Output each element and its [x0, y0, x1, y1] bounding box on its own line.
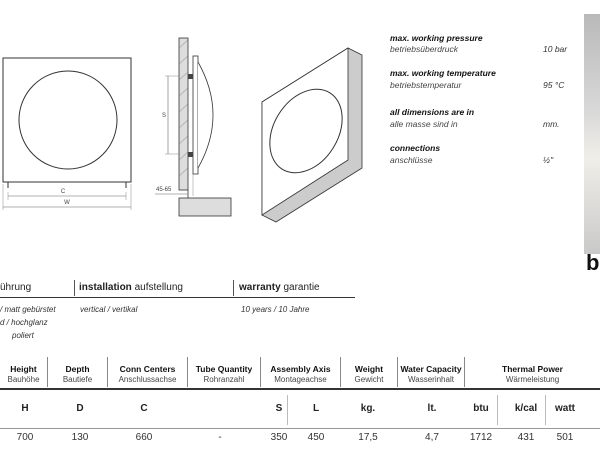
header-en: Tube Quantity [195, 364, 253, 374]
value-cell: 660 [135, 432, 153, 443]
value-cell: 431 [517, 432, 535, 443]
spec-value: ½" [543, 155, 554, 165]
spec-sub: betriebstemperatur [390, 80, 462, 90]
col-header-height: Height Bauhöhe [0, 364, 47, 385]
symbol-cell: btu [473, 403, 489, 414]
col-divider [464, 357, 465, 387]
header-en: Assembly Axis [270, 364, 331, 374]
col-divider [545, 395, 546, 425]
col-header-thermal-power: Thermal Power Wärmeleistung [465, 364, 600, 385]
header-de: Montageachse [274, 375, 327, 384]
symbol-cell: H [21, 403, 29, 414]
divider [74, 280, 75, 296]
side-view-drawing [155, 37, 232, 217]
header-en: Height [10, 364, 37, 374]
header-de: Bauhöhe [7, 375, 40, 384]
spec-label: all dimensions are in [390, 107, 475, 117]
symbol-cell: D [76, 403, 84, 414]
spec-sub: alle masse sind in [390, 119, 458, 129]
header-en: Depth [65, 364, 90, 374]
col-header-water-capacity: Water Capacity Wasserinhalt [398, 364, 464, 385]
finish-header: ührung [0, 282, 31, 293]
installation-header: installation aufstellung [79, 282, 183, 293]
spec-sub: anschlüsse [390, 155, 433, 165]
dim-s-label: S [162, 113, 166, 119]
col-divider [287, 395, 288, 425]
value-cell: 1712 [469, 432, 493, 443]
symbol-cell: watt [555, 403, 575, 414]
spec-value: 10 bar [543, 44, 568, 54]
symbol-cell: kg. [360, 403, 376, 414]
table-rule [0, 428, 600, 429]
col-divider [47, 357, 48, 387]
value-cell: 501 [556, 432, 574, 443]
header-de: Wärmeleistung [505, 375, 560, 384]
spec-label: max. working temperature [390, 68, 496, 78]
col-divider [497, 395, 498, 425]
symbol-cell: S [275, 403, 283, 414]
col-header-weight: Weight Gewicht [341, 364, 397, 385]
col-divider [187, 357, 188, 387]
dim-w-label: W [64, 200, 70, 206]
value-cell: 450 [307, 432, 325, 443]
col-header-tube-quantity: Tube Quantity Rohranzahl [188, 364, 260, 385]
installation-label-de: aufstellung [134, 282, 183, 293]
symbol-cell: k/cal [514, 403, 538, 414]
col-header-conn-centers: Conn Centers Anschlussachse [108, 364, 187, 385]
col-header-depth: Depth Bautiefe [48, 364, 107, 385]
finish-note: poliert [12, 331, 34, 340]
header-de: Rohranzahl [203, 375, 245, 384]
warranty-label: warranty [239, 282, 281, 293]
install-note: vertical / vertikal [80, 305, 138, 314]
spec-value: 95 °C [543, 80, 565, 90]
divider [233, 280, 234, 296]
header-de: Wasserinhalt [408, 375, 454, 384]
value-cell: - [218, 432, 222, 443]
header-en: Weight [354, 364, 384, 374]
symbol-cell: C [140, 403, 148, 414]
header-en: Thermal Power [502, 364, 563, 374]
value-cell: 700 [16, 432, 34, 443]
value-cell: 17,5 [358, 432, 378, 443]
col-header-assembly-axis: Assembly Axis Montageachse [261, 364, 340, 385]
col-divider [260, 357, 261, 387]
value-cell: 130 [71, 432, 89, 443]
dim-gap-label: 45-65 [156, 187, 172, 193]
spec-label: connections [390, 143, 441, 153]
finish-label: ührung [0, 282, 32, 293]
brand-logo-fragment: b [586, 250, 600, 275]
header-de: Bautiefe [62, 375, 93, 384]
perspective-view-drawing [261, 47, 363, 223]
header-en: Conn Centers [119, 364, 176, 374]
front-view-drawing [2, 57, 132, 210]
value-cell: 4,7 [425, 432, 439, 443]
col-divider [340, 357, 341, 387]
finish-note: d / hochglanz [0, 318, 48, 327]
spec-label: max. working pressure [390, 33, 483, 43]
product-photo-fragment [584, 14, 600, 254]
col-divider [107, 357, 108, 387]
col-divider [397, 357, 398, 387]
section-rule [0, 297, 355, 298]
spec-value: mm. [543, 119, 560, 129]
warranty-note: 10 years / 10 Jahre [241, 305, 310, 314]
header-de: Gewicht [354, 375, 384, 384]
finish-note: / matt gebürstet [0, 305, 56, 314]
spec-table: Height Bauhöhe Depth Bautiefe Conn Cente… [0, 357, 600, 457]
symbol-cell: L [312, 403, 320, 414]
header-en: Water Capacity [400, 364, 462, 374]
dim-c-label: C [61, 189, 66, 195]
warranty-header: warranty garantie [239, 282, 320, 293]
warranty-label-de: garantie [283, 282, 320, 293]
table-rule [0, 388, 600, 390]
installation-label: installation [79, 282, 132, 293]
header-de: Anschlussachse [118, 375, 177, 384]
value-cell: 350 [270, 432, 288, 443]
spec-sub: betriebsüberdruck [390, 44, 459, 54]
symbol-cell: lt. [427, 403, 437, 414]
